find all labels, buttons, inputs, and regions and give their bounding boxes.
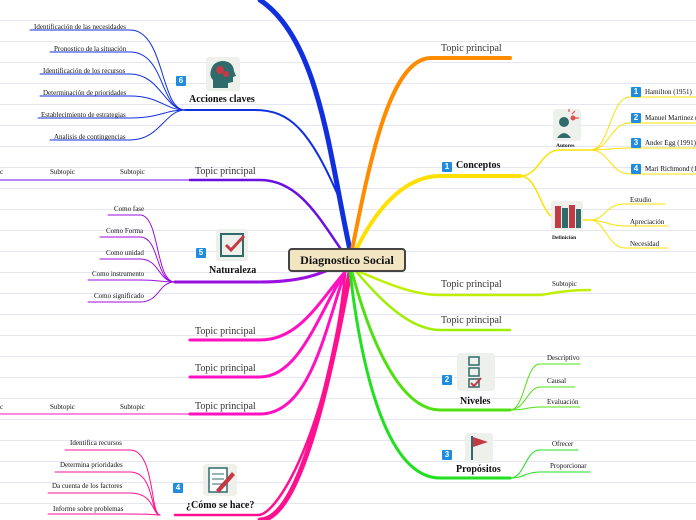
autor-1-badge: 1 <box>631 87 641 97</box>
como-se-hace-label[interactable]: ¿Cómo se hace? <box>186 500 255 511</box>
conceptos-label[interactable]: Conceptos <box>456 160 501 171</box>
niveles-badge: 2 <box>442 375 452 385</box>
como-informe-problemas[interactable]: Informe sobre problemas <box>53 505 124 513</box>
subtopic-right[interactable]: Subtopic <box>552 280 577 288</box>
subtopic-left-2a[interactable]: Subtopic <box>120 403 145 411</box>
como-da-cuenta-factores[interactable]: Da cuenta de los factores <box>52 482 123 490</box>
definicion-label[interactable]: Definición <box>552 235 577 241</box>
propositos-label[interactable]: Propósitos <box>456 464 501 475</box>
nivel-descriptivo[interactable]: Descriptivo <box>547 354 580 362</box>
proposito-ofrecer[interactable]: Ofrecer <box>552 440 574 448</box>
nivel-causal[interactable]: Causal <box>547 377 567 385</box>
subtopic-left-2b[interactable]: Subtopic <box>50 403 75 411</box>
autor-2-badge: 2 <box>631 113 641 123</box>
niveles-label[interactable]: Niveles <box>460 396 491 407</box>
autor-3[interactable]: Ander Egg (1991) <box>645 139 696 147</box>
como-se-hace-badge: 4 <box>173 483 183 493</box>
accion-analisis-contingencias[interactable]: Analisis de contingencias <box>54 133 126 141</box>
topic-principal-4[interactable]: Topic principal <box>195 166 256 177</box>
checklist-icon <box>457 353 495 391</box>
naturaleza-como-forma[interactable]: Como Forma <box>106 227 144 235</box>
autor-3-badge: 3 <box>631 138 641 148</box>
como-identifica-recursos[interactable]: Identifica recursos <box>70 439 122 447</box>
naturaleza-label[interactable]: Naturaleza <box>209 265 257 276</box>
books-icon <box>551 201 583 231</box>
central-node[interactable]: Diagnostico Social <box>288 248 406 272</box>
autor-4-badge: 4 <box>631 164 641 174</box>
lightbulb-person-icon <box>553 109 581 141</box>
branch-acciones-underline <box>184 109 341 201</box>
partial-text-2: c <box>0 403 4 411</box>
topic-principal-1[interactable]: Topic principal <box>441 43 502 54</box>
topic-principal-5[interactable]: Topic principal <box>195 326 256 337</box>
proposito-proporcionar[interactable]: Proporcionar <box>550 462 587 470</box>
notepad-pencil-icon <box>203 464 237 496</box>
naturaleza-como-unidad[interactable]: Como unidad <box>106 249 144 257</box>
naturaleza-badge: 5 <box>196 248 206 258</box>
autor-4[interactable]: Mari Richmond (1 <box>645 165 696 173</box>
autor-2[interactable]: Manuel Martinez ( <box>645 114 696 122</box>
accion-identificacion-necesidades[interactable]: Identificación de las necesidades <box>34 23 126 31</box>
topic-principal-2[interactable]: Topic principal <box>441 279 502 290</box>
topic-principal-6[interactable]: Topic principal <box>195 363 256 374</box>
acciones-claves-label[interactable]: Acciones claves <box>189 94 255 105</box>
accion-establecimiento-estrategias[interactable]: Establecimiento de estrategias <box>41 111 126 119</box>
autor-1[interactable]: Hamilton (1951) <box>645 88 692 96</box>
brain-gears-icon <box>206 57 240 91</box>
naturaleza-como-instrumento[interactable]: Como instrumento <box>92 270 145 278</box>
flag-icon <box>465 433 493 463</box>
definicion-item-estudio[interactable]: Estudio <box>630 196 652 204</box>
conceptos-badge: 1 <box>442 162 452 172</box>
accion-identificacion-recursos[interactable]: Identificación de los recursos <box>43 67 126 75</box>
topic-principal-7[interactable]: Topic principal <box>195 401 256 412</box>
branch-acciones-claves <box>257 0 353 253</box>
propositos-badge: 3 <box>442 450 452 460</box>
accion-determinacion-prioridades[interactable]: Determinación de prioridades <box>43 89 127 97</box>
acciones-claves-badge: 6 <box>176 76 186 86</box>
accion-pronostico[interactable]: Pronostico de la situación <box>54 45 127 53</box>
autores-label[interactable]: Autores <box>556 143 575 149</box>
naturaleza-como-fase[interactable]: Como fase <box>114 205 145 213</box>
definicion-item-necesidad[interactable]: Necesidad <box>630 240 660 248</box>
partial-text-1: c <box>0 168 4 176</box>
como-determina-prioridades[interactable]: Determina prioridades <box>60 461 123 469</box>
subtopic-left-1b[interactable]: Subtopic <box>50 168 75 176</box>
topic-principal-3[interactable]: Topic principal <box>441 315 502 326</box>
nivel-evaluacion[interactable]: Evaluación <box>547 398 579 406</box>
subtopic-left-1a[interactable]: Subtopic <box>120 168 145 176</box>
naturaleza-como-significado[interactable]: Como significado <box>94 292 144 300</box>
checkbox-icon <box>216 229 248 261</box>
definicion-item-apreciacion[interactable]: Apreciación <box>630 218 665 226</box>
